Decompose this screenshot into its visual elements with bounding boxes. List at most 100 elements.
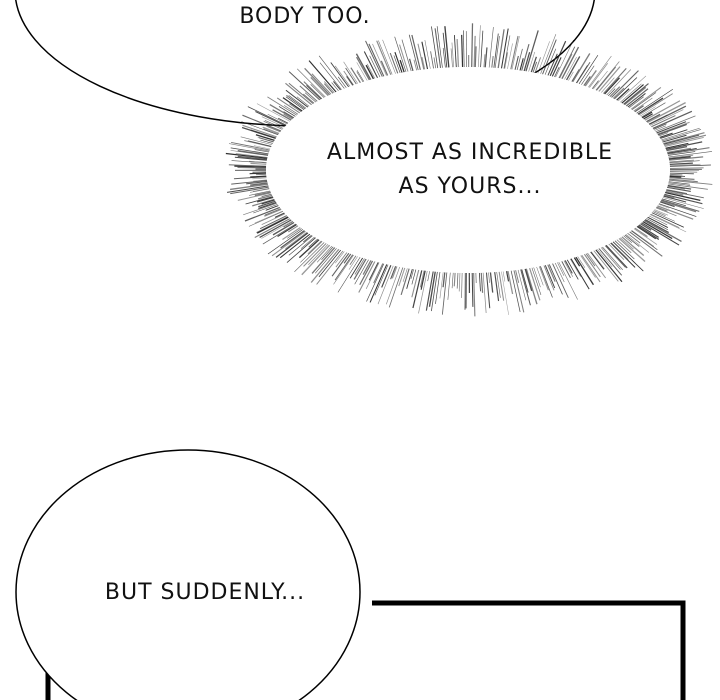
- burst-line: [296, 96, 310, 107]
- burst-line: [570, 258, 590, 290]
- burst-line: [652, 211, 675, 222]
- burst-line: [245, 196, 273, 205]
- burst-line: [316, 245, 333, 263]
- burst-line: [237, 149, 269, 156]
- burst-line: [657, 121, 690, 135]
- burst-line: [353, 258, 367, 280]
- burst-line: [334, 65, 351, 87]
- burst-line: [586, 252, 607, 279]
- burst-line: [581, 254, 601, 283]
- burst-line: [669, 163, 701, 166]
- burst-line: [637, 97, 664, 115]
- burst-line: [447, 272, 451, 300]
- burst-line: [442, 272, 446, 288]
- burst-line: [536, 266, 544, 286]
- burst-line: [311, 247, 336, 274]
- burst-line: [653, 210, 666, 217]
- burst-line: [510, 270, 521, 312]
- burst-line: [610, 242, 636, 268]
- burst-line: [651, 212, 684, 228]
- burst-line: [349, 257, 364, 279]
- burst-line: [264, 208, 281, 216]
- burst-line: [664, 134, 707, 147]
- burst-line: [514, 55, 519, 70]
- burst-line: [482, 272, 487, 314]
- burst-line: [425, 271, 434, 311]
- burst-line: [665, 190, 684, 196]
- burst-line: [603, 67, 627, 94]
- burst-line: [366, 63, 376, 79]
- burst-line: [282, 97, 303, 112]
- burst-line: [421, 41, 429, 70]
- bottom-bubble-line: BUT SUDDENLY...: [104, 580, 306, 605]
- burst-line: [231, 179, 268, 185]
- burst-line: [385, 266, 401, 305]
- burst-line: [411, 269, 420, 298]
- burst-line: [525, 268, 538, 305]
- burst-line: [263, 128, 279, 136]
- burst-line: [250, 175, 267, 178]
- burst-line: [442, 47, 446, 68]
- burst-line: [669, 175, 682, 178]
- burst-line: [618, 237, 646, 262]
- burst-line: [623, 235, 633, 243]
- burst-line: [288, 235, 313, 256]
- burst-line: [668, 155, 691, 160]
- burst-line: [525, 30, 539, 72]
- burst-line: [288, 71, 321, 101]
- burst-line: [554, 66, 560, 78]
- burst-line: [265, 205, 279, 211]
- burst-line: [260, 139, 273, 144]
- burst-line: [524, 268, 533, 292]
- burst-line: [278, 106, 296, 117]
- burst-line: [627, 232, 641, 244]
- burst-line: [261, 199, 275, 205]
- burst-line: [559, 53, 573, 79]
- burst-line: [365, 262, 380, 290]
- burst-line: [510, 35, 519, 70]
- burst-line: [257, 136, 274, 142]
- burst-line: [267, 96, 298, 116]
- burst-line: [664, 193, 703, 205]
- burst-line: [662, 197, 704, 209]
- burst-line: [619, 237, 634, 250]
- burst-line: [390, 265, 397, 280]
- burst-line: [576, 61, 591, 84]
- burst-line: [493, 33, 499, 68]
- burst-line: [283, 113, 293, 120]
- burst-line: [373, 263, 384, 284]
- burst-line: [595, 66, 617, 91]
- burst-line: [517, 269, 527, 301]
- burst-line: [561, 46, 580, 80]
- burst-line: [667, 185, 685, 190]
- bottom-bubble-text: BUT SUDDENLY...: [60, 576, 350, 610]
- burst-line: [566, 259, 579, 280]
- burst-line: [264, 120, 284, 129]
- burst-line: [638, 93, 673, 116]
- burst-line: [424, 40, 431, 69]
- burst-line: [590, 251, 605, 270]
- burst-line: [666, 145, 688, 152]
- burst-line: [651, 115, 676, 128]
- burst-line: [654, 125, 666, 131]
- burst-line: [258, 201, 277, 210]
- burst-line: [629, 231, 663, 257]
- burst-line: [298, 239, 320, 259]
- burst-line: [382, 39, 396, 74]
- burst-line: [253, 179, 267, 182]
- burst-line: [668, 181, 690, 185]
- burst-line: [412, 270, 423, 309]
- burst-line: [484, 47, 488, 68]
- burst-line: [577, 256, 586, 268]
- burst-line: [623, 83, 649, 105]
- burst-line: [548, 264, 563, 295]
- burst-line: [571, 69, 580, 82]
- burst-line: [271, 230, 306, 257]
- burst-line: [368, 43, 385, 77]
- burst-line: [254, 191, 271, 197]
- burst-line: [612, 87, 625, 99]
- burst-line: [661, 199, 700, 212]
- burst-line: [287, 228, 302, 239]
- burst-line: [366, 263, 385, 302]
- burst-line: [303, 243, 327, 267]
